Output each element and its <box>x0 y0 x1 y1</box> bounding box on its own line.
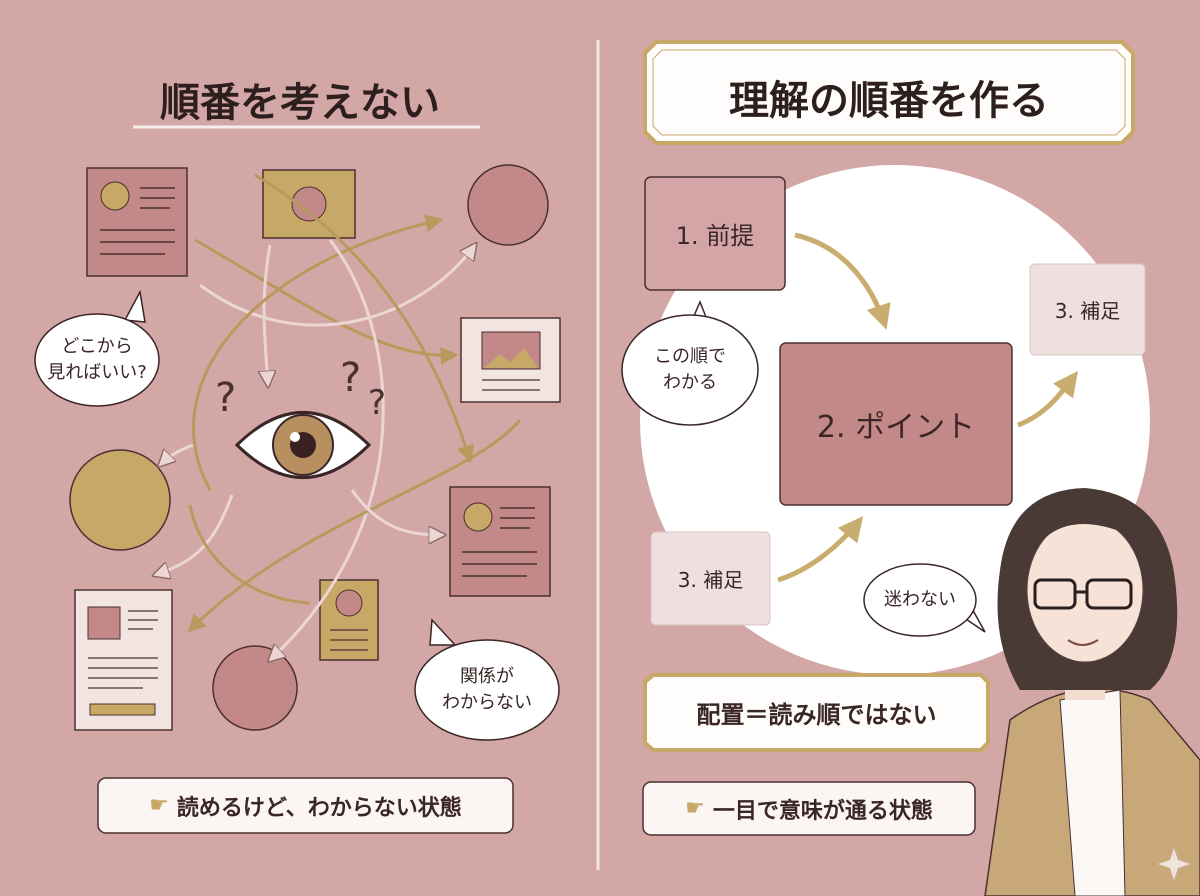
step3-right-label: 3. 補足 <box>1054 299 1121 323</box>
bubble-where-to-look-text: どこから 見ればいい? <box>47 336 147 383</box>
right-footer-pill <box>642 781 976 836</box>
banner-text: 配置＝読み順ではない <box>696 701 937 729</box>
bubble-no-confusion <box>863 563 986 637</box>
title-frame <box>643 40 1135 145</box>
step1-label: 1. 前提 <box>675 222 755 250</box>
tangled-arrows <box>155 173 522 660</box>
right-footer-text: 一目で意味が通る状態 <box>712 798 933 824</box>
left-footer-text: 読めるけど、わからない状態 <box>176 795 462 821</box>
image-card <box>460 317 561 403</box>
step3-right-box <box>1029 263 1146 356</box>
question-mark-icon: ? <box>340 355 362 401</box>
left-footer-pill <box>97 777 514 834</box>
step3-left-label: 3. 補足 <box>677 568 744 592</box>
bubble-no-confusion-text: 迷わない <box>884 589 956 610</box>
step3-left-box <box>650 531 771 626</box>
step2-label: 2. ポイント <box>816 410 976 445</box>
doc-card-top-left <box>86 167 188 277</box>
photo-card-top <box>262 169 356 239</box>
banner-frame <box>643 673 990 752</box>
profile-card <box>319 579 379 661</box>
doc-card-right <box>449 486 551 597</box>
rose-circle <box>212 645 298 731</box>
flow-arrows <box>777 232 1079 583</box>
pointing-hand-icon: ☛ <box>685 796 705 821</box>
bubble-no-relation <box>414 618 560 741</box>
left-footer: ☛ 読めるけど、わからない状態 <box>98 778 513 833</box>
sparkle-icon <box>1158 848 1190 880</box>
question-mark-icon: ? <box>215 375 237 421</box>
bubble-order <box>621 300 759 426</box>
left-title: 順番を考えない <box>160 80 440 126</box>
woman-illustration <box>984 488 1200 896</box>
step1-box <box>644 176 786 291</box>
step2-box <box>779 342 1013 506</box>
circle-shape <box>467 164 549 246</box>
question-mark-icon: ? <box>368 383 387 423</box>
bubble-no-relation-text: 関係が わからない <box>442 666 532 713</box>
bubble-where-to-look <box>34 289 160 407</box>
right-title: 理解の順番を作る <box>729 78 1049 124</box>
eye-icon <box>234 411 372 479</box>
doc-card-bottom-left <box>74 589 173 731</box>
right-footer: ☛ 一目で意味が通る状態 <box>643 782 975 835</box>
bubble-order-text: この順で わかる <box>654 346 726 393</box>
pointing-hand-icon: ☛ <box>149 793 169 818</box>
gold-circle <box>69 449 171 551</box>
